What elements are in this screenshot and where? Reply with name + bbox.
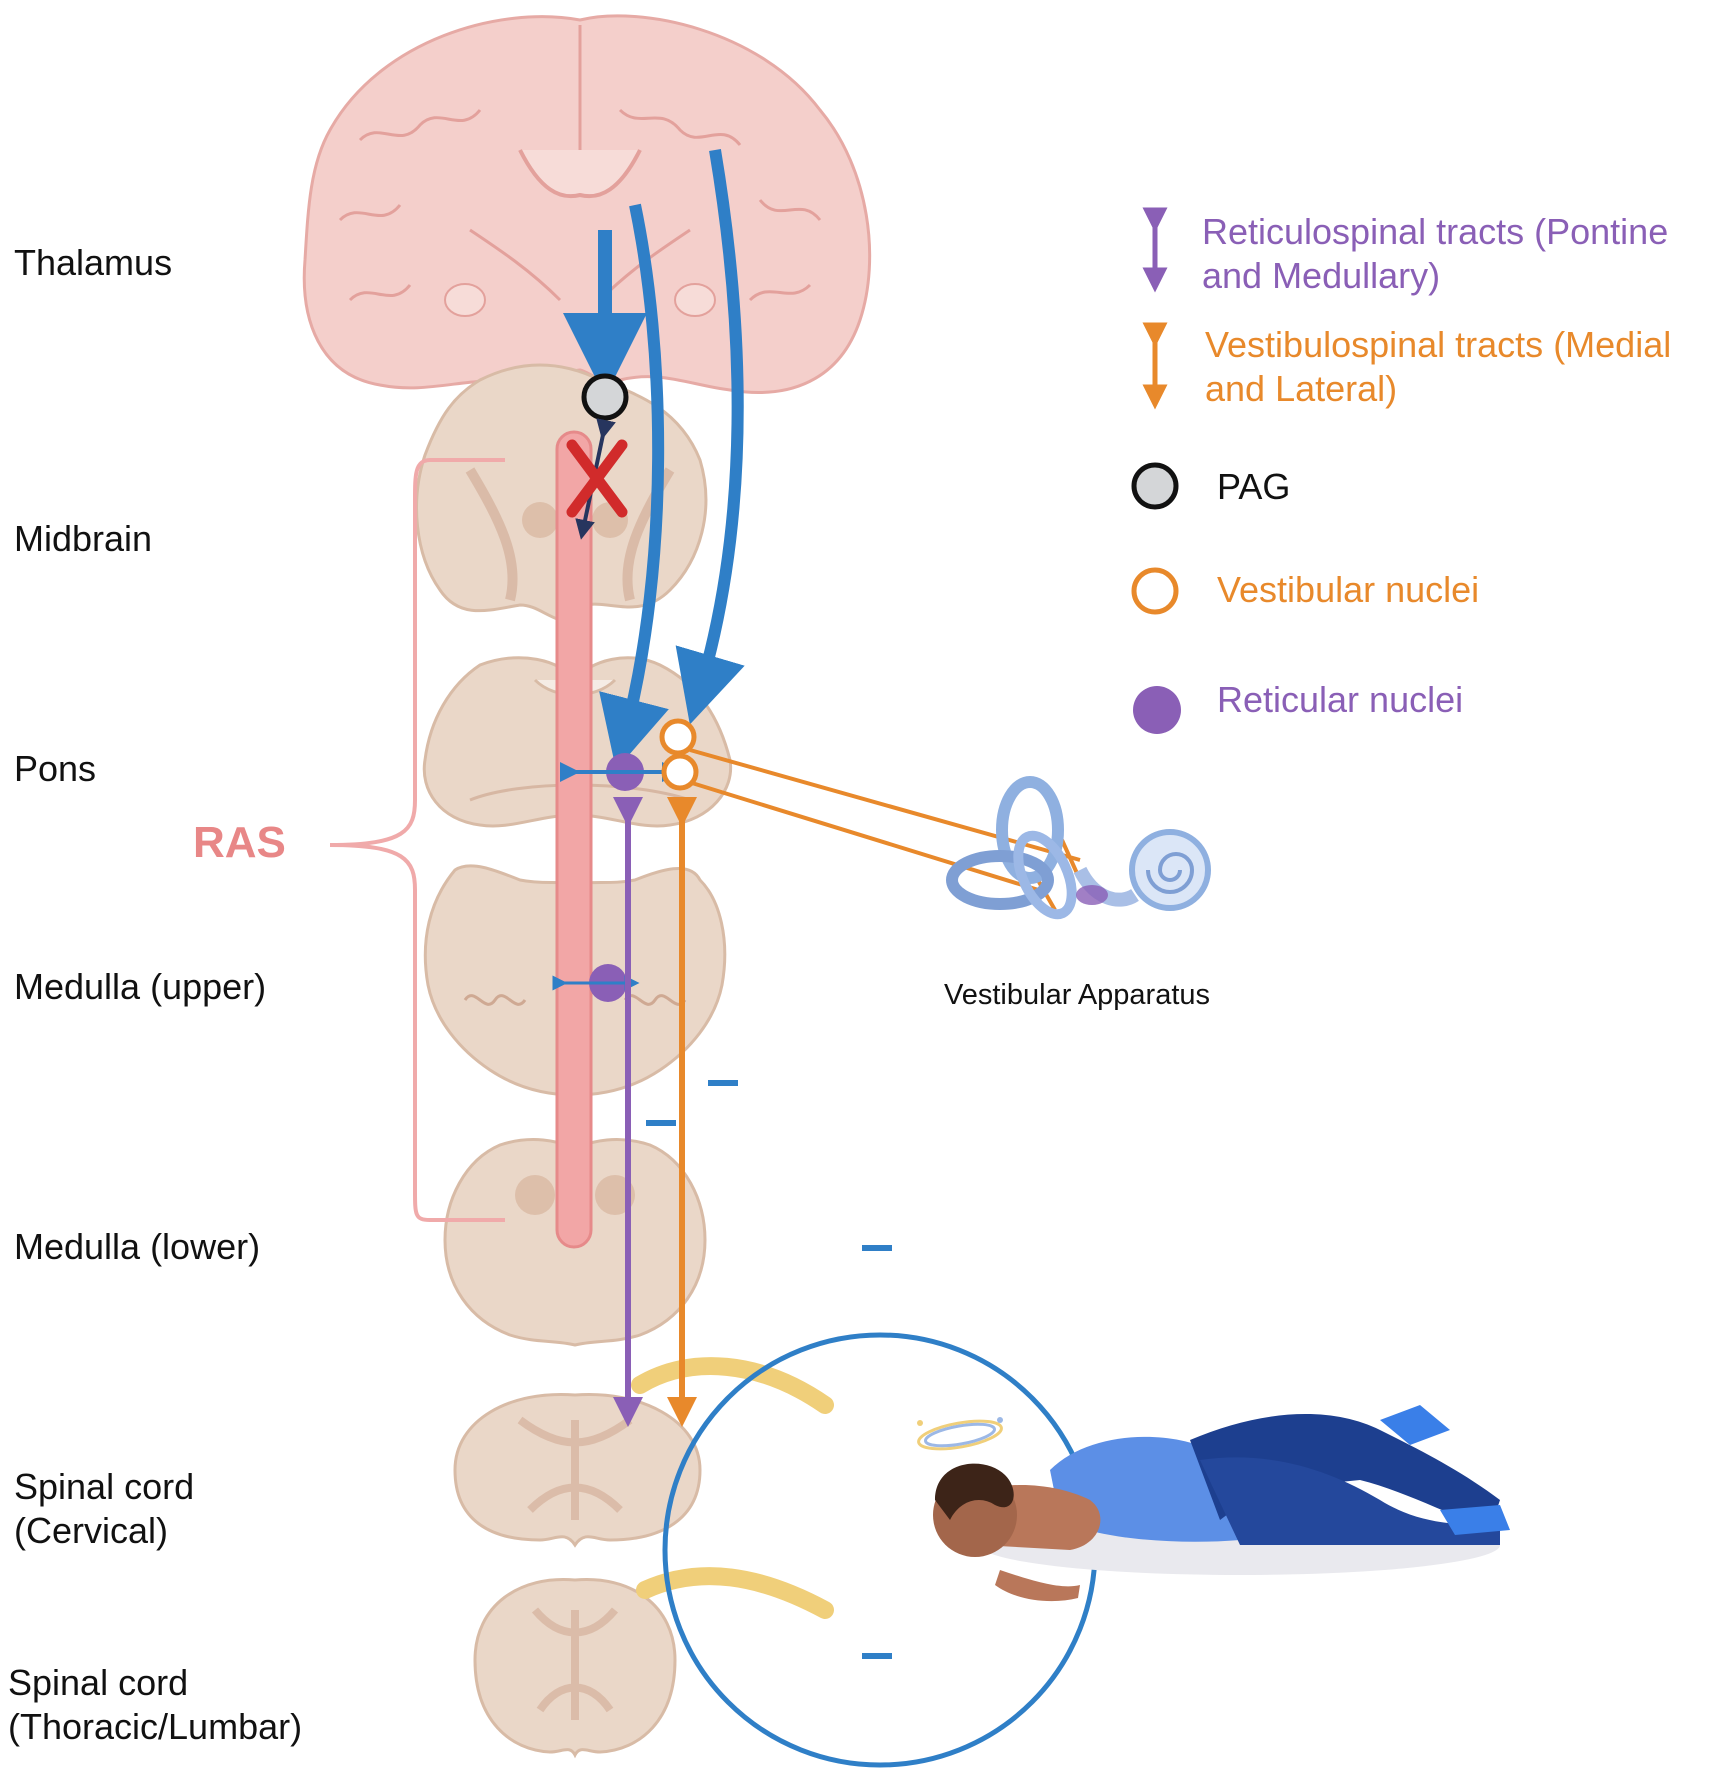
legend-vestibulospinal-line2: and Lateral): [1205, 368, 1398, 409]
spinal-nerve-roots: [631, 1357, 834, 1619]
legend-reticular-nuclei-label: Reticular nuclei: [1217, 679, 1464, 720]
vestibular-apparatus-icon: [946, 776, 1211, 920]
legend-pag-icon: [1131, 462, 1179, 510]
vestibular-apparatus-label: Vestibular Apparatus: [944, 979, 1211, 1011]
label-midbrain: Midbrain: [14, 518, 153, 559]
pag-node[interactable]: [581, 373, 629, 421]
ras-bracket: [329, 458, 505, 1222]
ras-column: [555, 430, 593, 1249]
legend-pag-label: PAG: [1217, 466, 1291, 507]
legend-vestibular-nuclei-icon: [1131, 567, 1179, 615]
inhibition-minus-signs: [646, 1080, 892, 1659]
spinal-cord-thoracic-lumbar-section: [473, 1577, 677, 1759]
label-medulla-upper: Medulla (upper): [14, 966, 267, 1007]
label-spinal-thoracic-1: Spinal cord: [8, 1662, 189, 1703]
legend-vestibulospinal-line1: Vestibulospinal tracts (Medial: [1205, 324, 1672, 365]
legend-reticulospinal-line1: Reticulospinal tracts (Pontine: [1202, 211, 1669, 252]
legend-reticular-nuclei-icon: [1133, 686, 1181, 734]
label-spinal-cervical-1: Spinal cord: [14, 1466, 195, 1507]
vestibular-nuclei[interactable]: [659, 718, 699, 791]
legend-reticulospinal-line2: and Medullary): [1202, 255, 1441, 296]
label-thalamus: Thalamus: [14, 242, 173, 283]
cortical-descending-arrows[interactable]: [563, 149, 745, 770]
label-spinal-thoracic-2: (Thoracic/Lumbar): [8, 1706, 303, 1747]
pag-ras-blocked-arrow: [566, 418, 628, 540]
ras-label: RAS: [193, 818, 286, 867]
brain-coronal-section: [302, 14, 872, 394]
spinal-cord-cervical-section: [453, 1392, 702, 1548]
legend-vestibular-nuclei-label: Vestibular nuclei: [1217, 569, 1480, 610]
label-medulla-lower: Medulla (lower): [14, 1226, 261, 1267]
fallen-person-illustration: [917, 1405, 1510, 1602]
label-spinal-cervical-2: (Cervical): [14, 1510, 169, 1551]
label-pons: Pons: [14, 748, 97, 789]
